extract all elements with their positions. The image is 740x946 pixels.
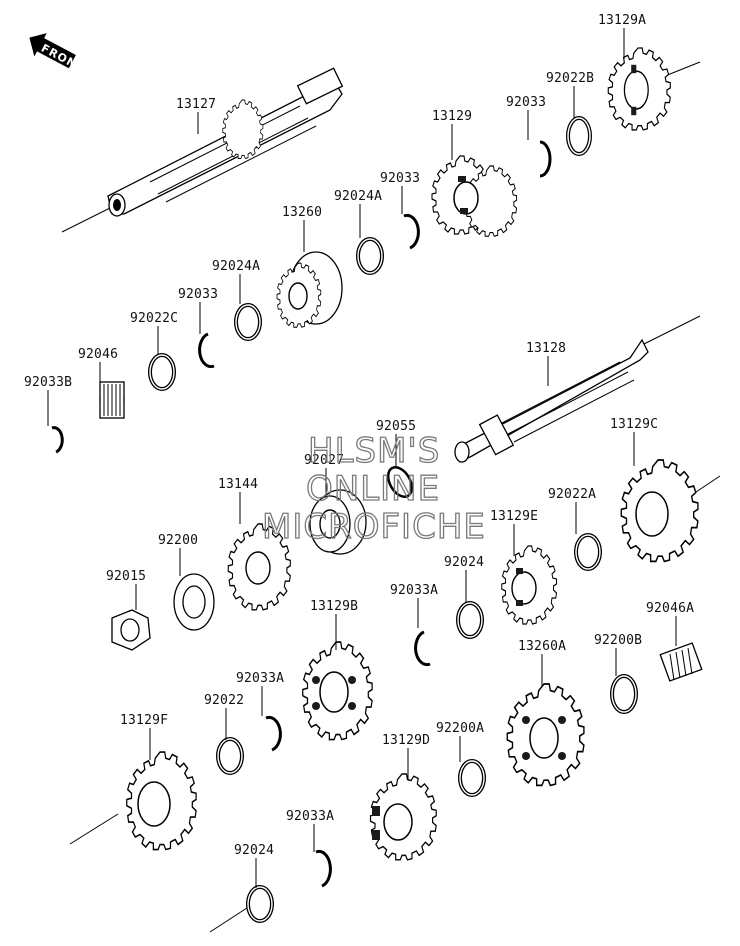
circlip-92033A-low [265,715,282,752]
label-92033A-bot: 92033A [286,809,334,824]
label-13260A: 13260A [518,639,566,654]
part-labels: 13127 13129A 92022B 92033 13129 92033 92… [24,13,694,858]
gear-13129E [501,545,558,625]
label-13129A: 13129A [598,13,646,28]
gear-13129 [431,155,518,237]
watermark: HLSM'S ONLINE MICROFICHE [261,430,486,547]
front-label: FRONT [39,42,87,76]
needle-bearing-92046 [99,381,125,419]
gear-13129A [607,47,701,131]
label-13129E: 13129E [490,509,538,524]
label-92200B: 92200B [594,633,642,648]
gear-13260A [506,683,585,787]
sprocket-13144 [227,523,292,611]
label-92027: 92027 [304,453,344,468]
ring-92022A [574,533,602,571]
washer-92200 [173,573,215,631]
label-92033-left: 92033 [178,287,218,302]
label-92015: 92015 [106,569,146,584]
label-92200A: 92200A [436,721,484,736]
watermark-line-3: MICROFICHE [262,507,486,547]
label-92055: 92055 [376,419,416,434]
label-92024-bot: 92024 [234,843,274,858]
circlip-92033-mid [403,213,420,250]
label-92033B: 92033B [24,375,72,390]
oring-92055 [386,466,414,498]
circlip-92033-left [198,332,215,369]
needle-bearing-92046A [659,642,703,682]
label-92022C: 92022C [130,311,178,326]
circlip-92033A-bot [315,849,332,888]
label-92200: 92200 [158,533,198,548]
gear-13129F [69,751,197,851]
label-92046A: 92046A [646,601,694,616]
label-92046: 92046 [78,347,118,362]
label-92024A-top: 92024A [334,189,382,204]
label-13129: 13129 [432,109,472,124]
label-92033-mid: 92033 [380,171,420,186]
ring-92024-bot [209,885,274,933]
label-13128: 13128 [526,341,566,356]
ring-92024A-top [356,237,384,275]
label-13129B: 13129B [310,599,358,614]
circlip-92033A-mid [414,630,431,667]
label-92024A: 92024A [212,259,260,274]
shaft-13128 [454,315,701,463]
ring-92022B [566,116,592,156]
leader-lines [47,28,677,888]
gear-13129B [301,641,373,741]
ring-92024A [234,303,262,341]
label-13260: 13260 [282,205,322,220]
gear-13260 [276,251,343,328]
label-92033-top: 92033 [506,95,546,110]
label-13144: 13144 [218,477,258,492]
label-92033A-low: 92033A [236,671,284,686]
shaft-13127 [61,67,344,233]
washer-92200B [610,674,638,714]
circlip-92033-top [539,140,552,178]
gear-13129C [620,459,721,563]
label-92024-mid: 92024 [444,555,484,570]
watermark-line-1: HLSM'S [308,431,440,471]
label-92022A: 92022A [548,487,596,502]
front-arrow-icon: FRONT [29,33,87,76]
label-13127: 13127 [176,97,216,112]
nut-92015 [111,609,151,651]
washer-92200A [458,759,486,797]
ring-92022 [216,737,244,775]
watermark-line-2: ONLINE [306,469,440,509]
label-13129D: 13129D [382,733,430,748]
label-92022: 92022 [204,693,244,708]
label-13129F: 13129F [120,713,168,728]
ring-92022C [148,353,176,391]
label-92033A-mid: 92033A [390,583,438,598]
circlip-92033B [51,426,64,454]
ring-92024-mid [456,601,484,639]
gear-13129D [369,773,437,861]
ball-bearing-92027 [309,489,367,555]
label-13129C: 13129C [610,417,658,432]
label-92022B: 92022B [546,71,594,86]
